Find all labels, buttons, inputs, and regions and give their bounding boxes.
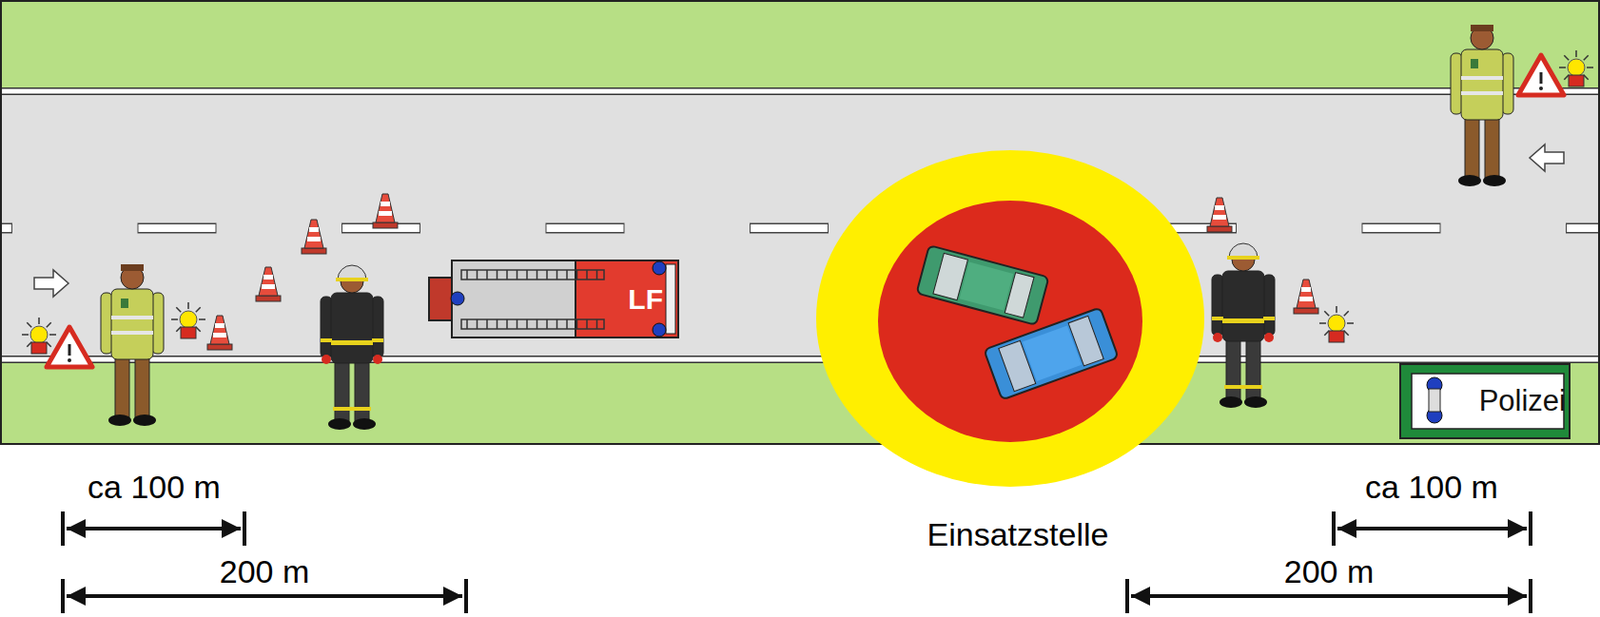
police-officer-figure <box>100 264 164 427</box>
dimension-label: ca 100 m <box>84 469 224 506</box>
warning-light <box>171 302 206 339</box>
warning-triangle <box>1518 55 1564 96</box>
firefighter-figure <box>320 265 384 430</box>
dimension-label: 200 m <box>1281 554 1378 590</box>
vehicle-label: Polizei <box>1479 384 1566 419</box>
traffic-cone <box>1293 279 1319 314</box>
traffic-cone <box>255 267 281 302</box>
dimension-label: 200 m <box>216 554 313 590</box>
traffic-cone <box>1207 197 1232 233</box>
vehicle-label: LF <box>627 283 664 316</box>
traffic-cone <box>207 315 233 351</box>
traffic-cone <box>301 219 327 254</box>
fire-truck-lf: LF <box>423 253 700 346</box>
firefighter-figure <box>1211 243 1275 409</box>
warning-light <box>1559 50 1594 87</box>
warning-light <box>21 317 57 354</box>
police-car: Polizei <box>1398 362 1572 441</box>
dimension-label: ca 100 m <box>1362 469 1502 506</box>
warning-triangle <box>46 327 93 368</box>
traffic-cone <box>372 194 398 229</box>
police-officer-figure <box>1450 24 1514 187</box>
warning-light <box>1319 306 1354 343</box>
site-label: Einsatzstelle <box>924 517 1113 553</box>
